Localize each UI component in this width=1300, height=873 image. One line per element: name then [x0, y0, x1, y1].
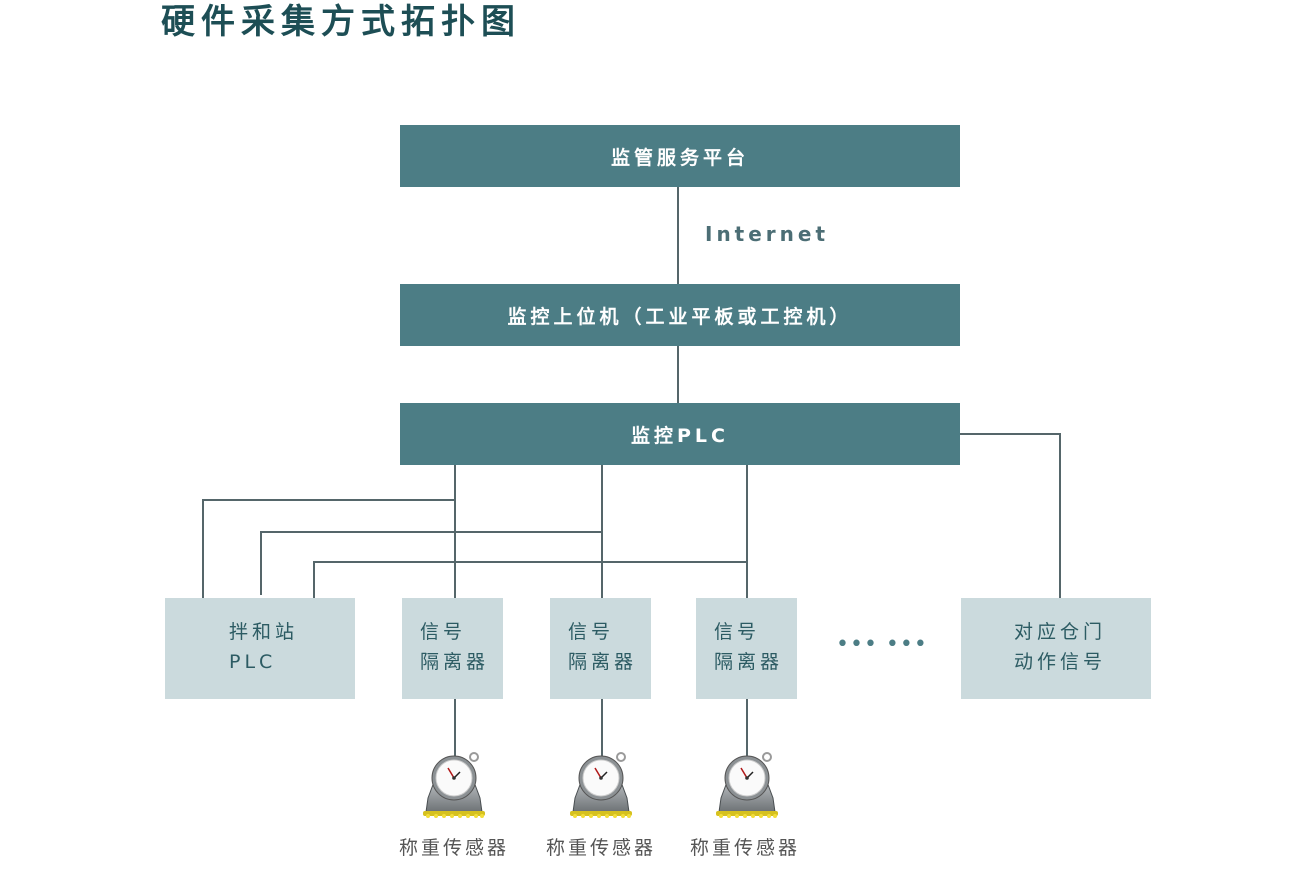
platform-box: 监管服务平台 [400, 125, 960, 187]
isolator-3-label-line1: 信号 [714, 621, 761, 643]
plc-label: 监控PLC [631, 424, 729, 447]
door-signal-label-line1: 对应仓门 [1014, 621, 1107, 643]
isolator-1-label-line2: 隔离器 [420, 651, 490, 673]
isolator-2-label-line2: 隔离器 [568, 651, 638, 673]
isolator-2-label-line1: 信号 [568, 621, 615, 643]
isolator-3-label-line2: 隔离器 [714, 651, 784, 673]
mixer-plc-box: 拌和站 PLC [165, 598, 355, 699]
isolator-box-1: 信号 隔离器 [402, 598, 503, 699]
weighing-sensor-icon [423, 752, 485, 818]
page-title: 硬件采集方式拓扑图 [161, 2, 521, 42]
mixer-plc-label-line2: PLC [229, 651, 277, 673]
isolator-1-label-line1: 信号 [420, 621, 467, 643]
sensor-label-3: 称重传感器 [690, 837, 801, 859]
sensor-label-2: 称重传感器 [546, 837, 657, 859]
isolator-box-3: 信号 隔离器 [696, 598, 797, 699]
door-signal-label-line2: 动作信号 [1014, 651, 1107, 673]
ellipsis-more: ••• ••• [836, 632, 928, 657]
door-signal-box: 对应仓门 动作信号 [961, 598, 1151, 699]
host-label: 监控上位机（工业平板或工控机） [507, 305, 853, 328]
platform-label: 监管服务平台 [610, 146, 749, 169]
weighing-sensor-icon [570, 752, 632, 818]
weighing-sensor-icon [716, 752, 778, 818]
internet-label: Internet [705, 222, 830, 246]
mixer-plc-label-line1: 拌和站 [229, 621, 299, 643]
sensor-label-1: 称重传感器 [399, 837, 510, 859]
isolator-box-2: 信号 隔离器 [550, 598, 651, 699]
plc-box: 监控PLC [400, 403, 960, 465]
host-box: 监控上位机（工业平板或工控机） [400, 284, 960, 346]
